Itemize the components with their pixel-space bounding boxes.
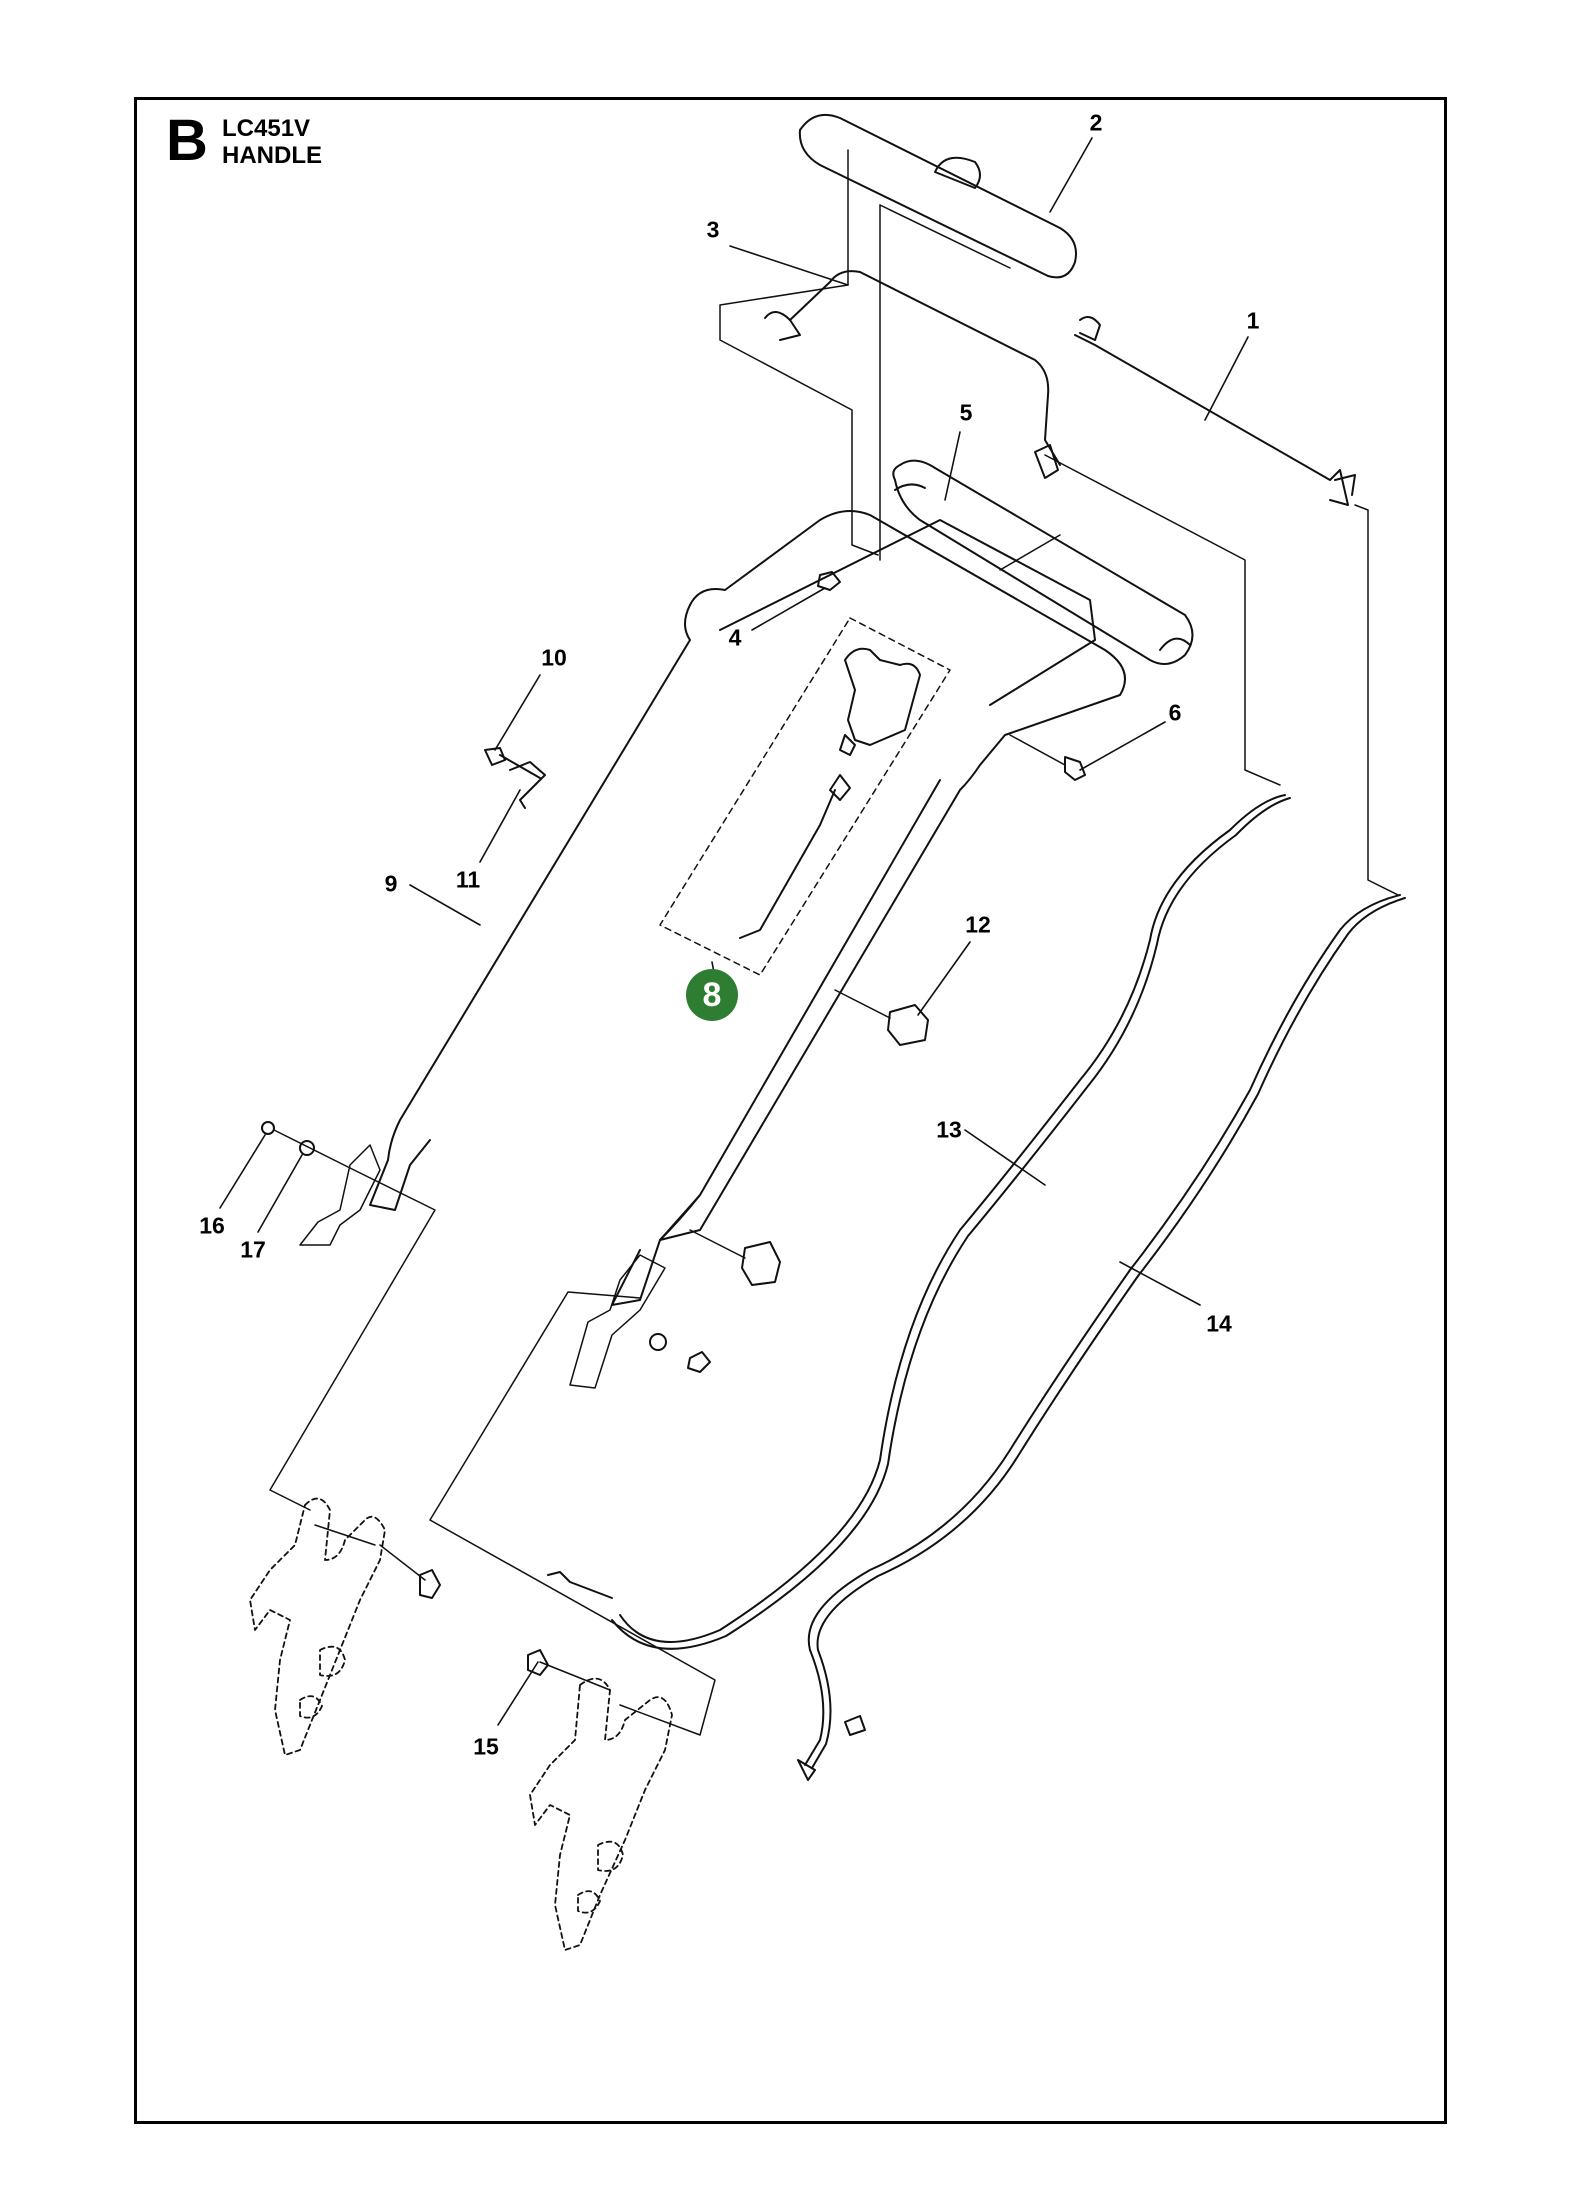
part-15-bolt-upper bbox=[419, 1569, 441, 1599]
callout-12: 12 bbox=[965, 911, 991, 938]
part-6-bolt bbox=[1064, 756, 1086, 781]
callout-2: 2 bbox=[1089, 109, 1103, 136]
section-letter: B bbox=[166, 108, 208, 173]
model-name: LC451V bbox=[222, 115, 311, 142]
callout-15: 15 bbox=[473, 1733, 499, 1760]
part-12-clip bbox=[887, 1004, 929, 1046]
callout-10: 10 bbox=[541, 644, 567, 671]
part-9-left-bar bbox=[369, 510, 1126, 1306]
lower-clip bbox=[741, 1241, 781, 1286]
callout-16: 16 bbox=[199, 1212, 225, 1239]
part-16-nut bbox=[261, 1121, 275, 1135]
part-14-cable bbox=[797, 894, 1406, 1781]
callout-11: 11 bbox=[455, 866, 481, 893]
part-3-bail-wire bbox=[764, 270, 1101, 479]
part-15-bolt bbox=[527, 1649, 549, 1676]
part-5-upper-tube bbox=[892, 459, 1194, 665]
diagram-title: LC451V HANDLE bbox=[222, 115, 322, 169]
callout-14: 14 bbox=[1206, 1310, 1232, 1337]
callout-1: 1 bbox=[1246, 307, 1260, 334]
callout-6: 6 bbox=[1168, 699, 1182, 726]
part-4-nut bbox=[817, 571, 841, 591]
part-2-grip bbox=[798, 114, 1077, 279]
assembly-name: HANDLE bbox=[222, 142, 322, 169]
part-17-washer bbox=[299, 1140, 315, 1156]
part-13-cable bbox=[547, 794, 1291, 1650]
callout-3: 3 bbox=[706, 216, 720, 243]
lower-nut bbox=[687, 1351, 711, 1373]
callout-13: 13 bbox=[936, 1116, 962, 1143]
lower-washer bbox=[649, 1333, 667, 1351]
part-8-control-lever bbox=[659, 617, 951, 976]
callout-8-highlighted: 8 bbox=[686, 969, 738, 1021]
callout-17: 17 bbox=[240, 1236, 266, 1263]
callout-9: 9 bbox=[384, 870, 398, 897]
part-1-wire bbox=[1074, 334, 1356, 506]
callout-5: 5 bbox=[959, 399, 973, 426]
leader-lines bbox=[219, 137, 1249, 1726]
left-deck-bracket bbox=[249, 1497, 386, 1756]
diagram-frame bbox=[134, 97, 1447, 2124]
right-deck-bracket bbox=[529, 1677, 673, 1951]
callout-4: 4 bbox=[728, 624, 742, 651]
